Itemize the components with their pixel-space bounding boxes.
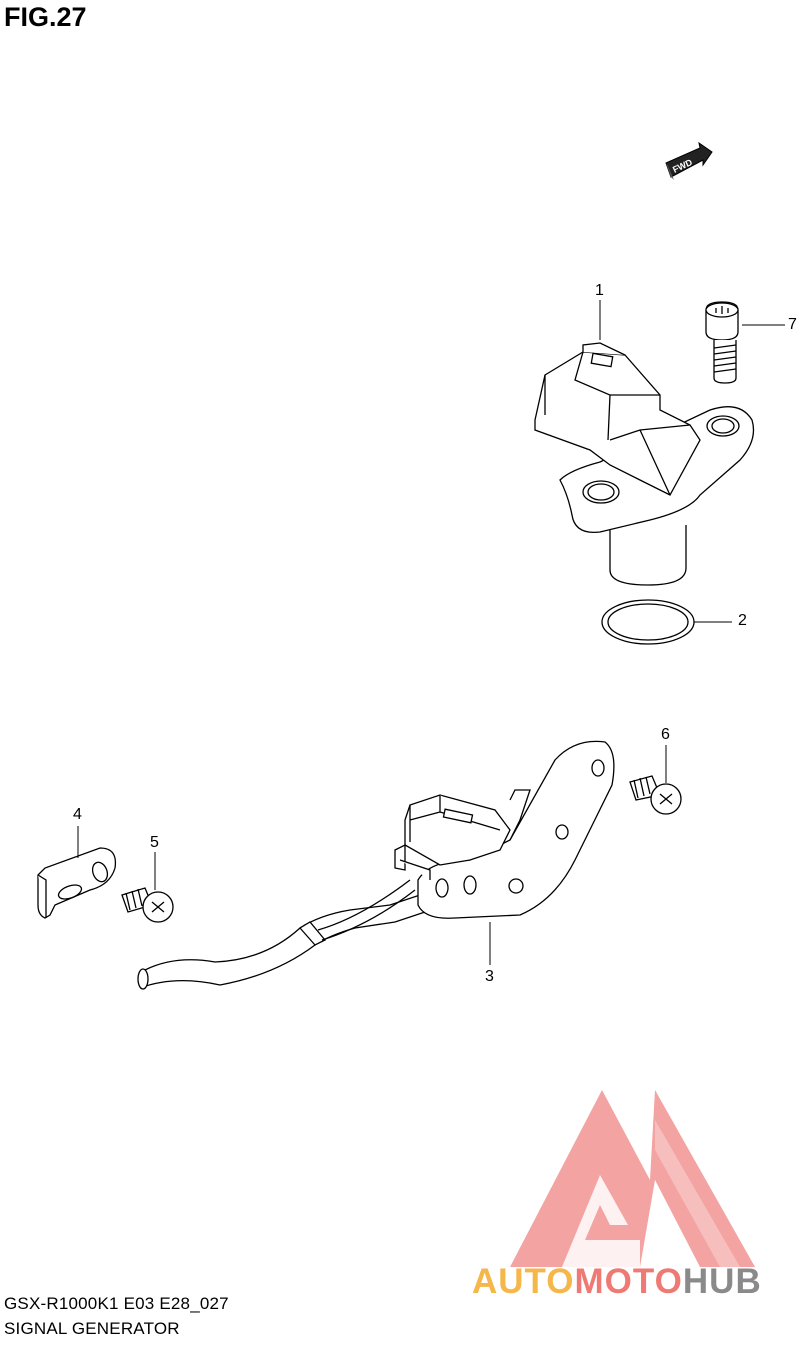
- callout-part-5: 5: [150, 834, 159, 851]
- callout-part-3: 3: [485, 968, 494, 985]
- callout-part-2: 2: [738, 612, 747, 629]
- watermark-wordmark: AUTOMOTOHUB: [472, 1262, 762, 1302]
- watermark-logo: [510, 1090, 755, 1267]
- assembly-name: SIGNAL GENERATOR: [4, 1319, 180, 1338]
- bracket-screw: [629, 745, 682, 815]
- clamp-screw: [121, 852, 174, 923]
- watermark-moto: MOTO: [574, 1262, 683, 1301]
- figure-title: FIG.27: [4, 2, 87, 32]
- callout-part-7: 7: [788, 316, 797, 333]
- wire-clamp: [37, 826, 117, 919]
- fwd-arrow-icon: FWD: [665, 141, 713, 180]
- pickup-coil-assembly: [137, 740, 615, 990]
- watermark-auto: AUTO: [472, 1262, 575, 1301]
- callout-part-1: 1: [595, 282, 604, 299]
- callout-part-4: 4: [73, 806, 82, 823]
- callout-part-6: 6: [661, 726, 670, 743]
- watermark-hub: HUB: [682, 1262, 762, 1301]
- signal-generator-sensor: [534, 300, 755, 586]
- sensor-bolt: [705, 301, 785, 384]
- o-ring: [601, 599, 732, 645]
- model-code: GSX-R1000K1 E03 E28_027: [4, 1294, 229, 1313]
